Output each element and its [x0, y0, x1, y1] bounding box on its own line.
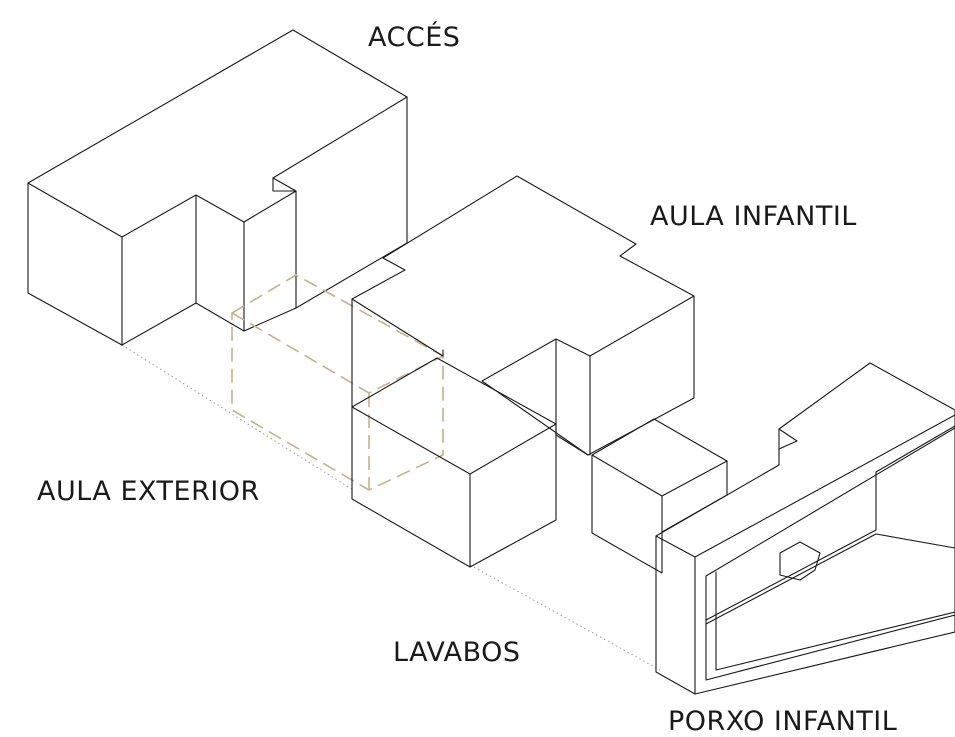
label-aula-exterior: AULA EXTERIOR: [37, 476, 260, 507]
aula-exterior-edges: [231, 312, 444, 490]
block-aula-infantil: [351, 175, 695, 456]
label-aula-infantil: AULA INFANTIL: [650, 201, 857, 232]
aula-exterior-outline: [231, 274, 444, 491]
block-lavabos: [351, 357, 557, 568]
aula-infantil-top: [351, 175, 695, 456]
block-acces: [27, 29, 408, 346]
storage-edges: [591, 454, 728, 533]
porxo-outer: [655, 362, 955, 695]
aula-infantil-front: [351, 295, 695, 456]
lavabos-outline: [351, 357, 557, 568]
block-porxo-infantil: [655, 362, 955, 695]
acces-edges: [121, 177, 297, 346]
porxo-top-face: [655, 414, 955, 695]
lavabos-edges: [351, 406, 557, 568]
acces-top-inner: [27, 96, 408, 238]
ground-guide-lines: [121, 344, 661, 671]
volume-aula-exterior: [231, 274, 444, 491]
porxo-inner-opening: [705, 425, 955, 681]
porxo-inner-shelf: [705, 533, 955, 625]
ground-line-right: [469, 564, 661, 671]
label-porxo-infantil: PORXO INFANTIL: [668, 706, 898, 737]
acces-outline: [27, 29, 408, 346]
label-acces: ACCÉS: [368, 22, 461, 53]
label-lavabos: LAVABOS: [393, 637, 521, 668]
ground-line-left: [121, 344, 354, 491]
